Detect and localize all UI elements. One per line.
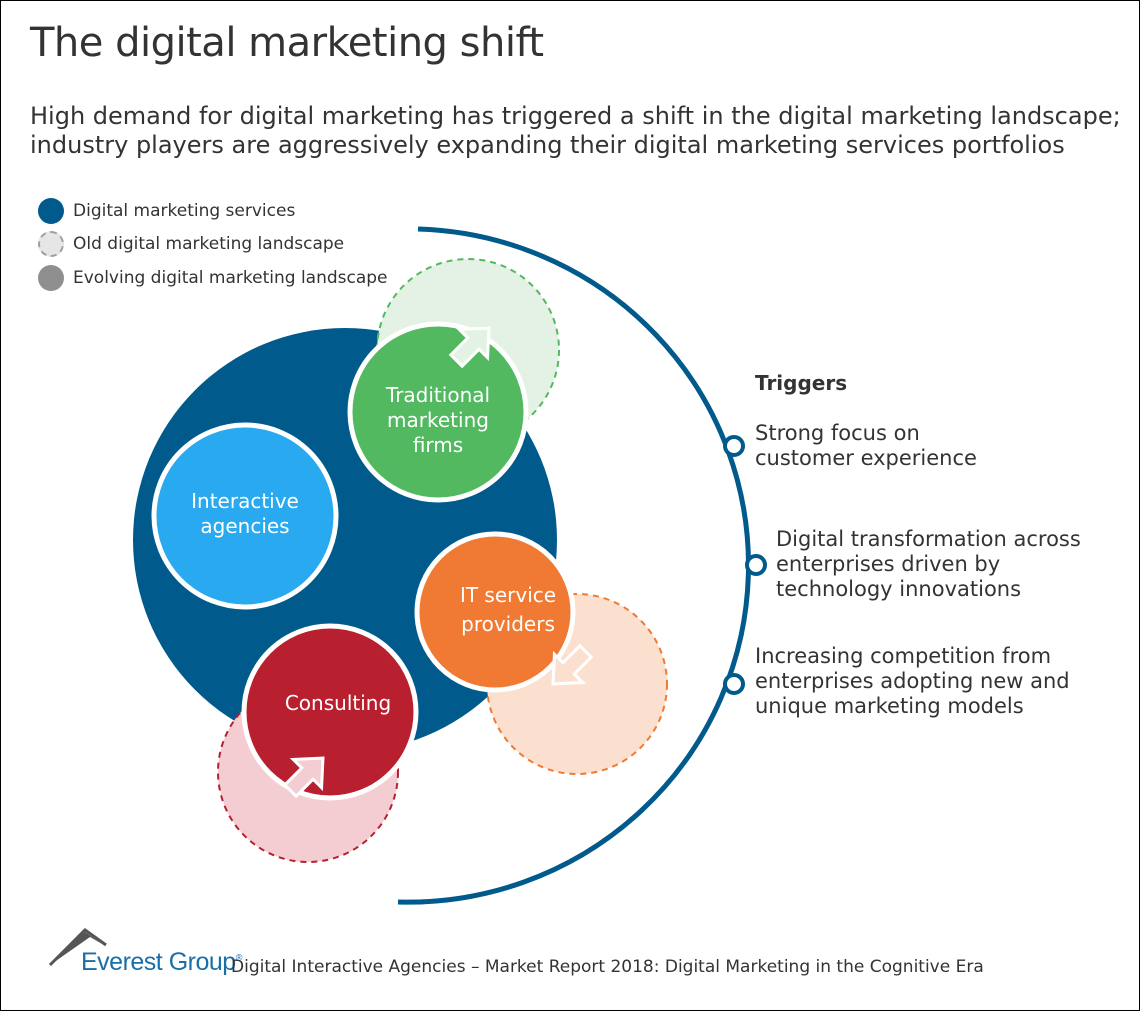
- legend-dot-evolving: [38, 265, 64, 291]
- triggers-arc: [397, 226, 752, 905]
- consulting-label: Consulting: [284, 691, 392, 715]
- legend-label-old: Old digital marketing landscape: [73, 234, 345, 254]
- page-subtitle: High demand for digital marketing has tr…: [30, 102, 1121, 160]
- logo-mountain-line: [48, 928, 107, 967]
- trigger-item-3: Increasing competition from enterprises …: [755, 644, 1070, 718]
- it-providers-circle: [414, 531, 576, 693]
- trigger-node-2: [745, 554, 767, 576]
- subtitle-line-2: industry players are aggressively expand…: [30, 131, 1065, 159]
- footer-source-text: Digital Interactive Agencies – Market Re…: [231, 957, 984, 977]
- triggers-heading: Triggers: [755, 371, 848, 395]
- arrow-consulting-visible: [282, 756, 325, 799]
- arrow-it-visible: [551, 643, 594, 686]
- legend-item-old: Old digital marketing landscape: [38, 230, 344, 258]
- trigger-item-1: Strong focus on customer experience: [755, 421, 977, 470]
- page-title: The digital marketing shift: [30, 20, 544, 66]
- legend-dot-old: [38, 231, 64, 257]
- logo-registered-mark: ®: [235, 952, 243, 963]
- it-providers-label: IT service providers: [459, 583, 557, 636]
- legend-item-services: Digital marketing services: [38, 197, 295, 225]
- logo-brand: Everest Group: [81, 948, 236, 976]
- legend-dot-services: [38, 198, 64, 224]
- traditional-firms-circle: [347, 321, 529, 503]
- everest-group-logo: Everest Group®: [81, 948, 242, 977]
- consulting-circle: [241, 623, 419, 801]
- trigger-item-2: Digital transformation across enterprise…: [776, 527, 1081, 601]
- trigger-node-1: [723, 435, 745, 457]
- arrow-traditional-visible: [448, 326, 491, 369]
- legend-label-services: Digital marketing services: [73, 201, 296, 221]
- legend-item-evolving: Evolving digital marketing landscape: [38, 264, 388, 292]
- traditional-firms-label: Traditional marketing firms: [385, 383, 491, 457]
- interactive-agencies-circle: [151, 422, 339, 610]
- legend-label-evolving: Evolving digital marketing landscape: [73, 268, 388, 288]
- subtitle-line-1: High demand for digital marketing has tr…: [30, 102, 1121, 130]
- trigger-node-3: [723, 673, 745, 695]
- interactive-agencies-label: Interactive agencies: [191, 489, 299, 538]
